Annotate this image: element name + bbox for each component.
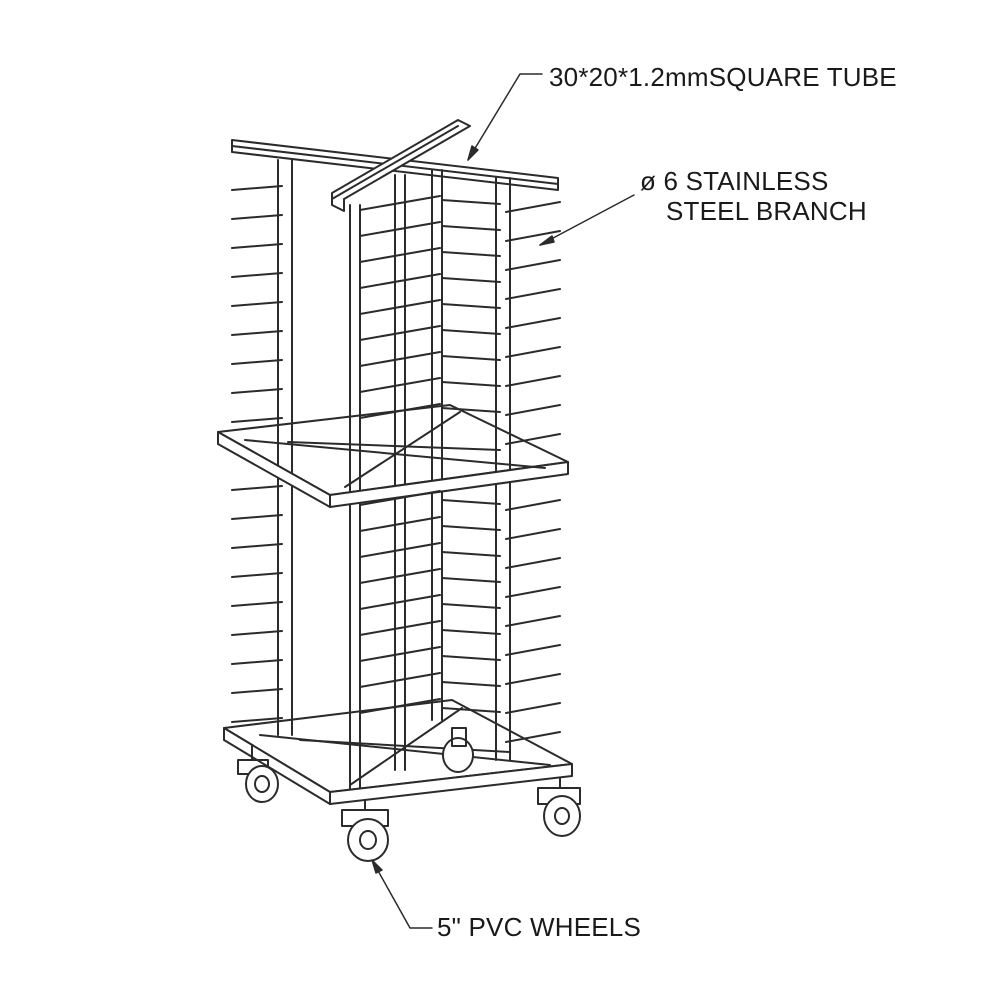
branch-left — [232, 689, 282, 693]
branch-right — [506, 260, 560, 270]
branch-right — [506, 405, 560, 415]
branch-right — [506, 732, 560, 742]
branch-inner — [360, 491, 440, 505]
base-frame — [224, 700, 572, 804]
branch-left — [232, 486, 282, 490]
branch-left — [232, 389, 282, 393]
top-crossbar-front-back — [332, 120, 470, 211]
branch-left — [232, 273, 282, 277]
branch-back — [442, 604, 500, 608]
branch-inner — [360, 621, 440, 635]
branch-left — [232, 602, 282, 606]
branch-right — [506, 434, 560, 444]
branch-left — [232, 515, 282, 519]
branch-inner — [360, 543, 440, 557]
wheel-back — [443, 728, 473, 772]
branch-inner — [360, 222, 440, 236]
branch-back — [442, 330, 500, 334]
branch-left — [232, 573, 282, 577]
branch-left — [232, 302, 282, 306]
branch-left — [232, 631, 282, 635]
branch-left — [232, 331, 282, 335]
branch-callout-line1: ø 6 STAINLESS — [640, 166, 829, 196]
branch-callout-line2: STEEL BRANCH — [666, 196, 867, 226]
branch-back — [442, 500, 500, 504]
branch-back — [442, 278, 500, 282]
branch-inner — [360, 300, 440, 314]
branch-right — [506, 318, 560, 328]
branch-left — [232, 660, 282, 664]
branch-left — [232, 544, 282, 548]
caster-wheels — [238, 728, 580, 861]
branch-back — [442, 630, 500, 634]
branch-inner — [360, 378, 440, 392]
branch-right — [506, 703, 560, 713]
branch-back — [442, 252, 500, 256]
square-tube-callout: 30*20*1.2mmSQUARE TUBE — [549, 62, 897, 92]
branch-right — [506, 500, 560, 510]
branch-inner — [360, 326, 440, 340]
branch-back — [442, 526, 500, 530]
branch-right — [506, 231, 560, 241]
branch-right — [506, 376, 560, 386]
branch-back — [442, 708, 500, 712]
branch-inner — [360, 248, 440, 262]
branch-right — [506, 529, 560, 539]
branch-right — [506, 558, 560, 568]
branch-left — [232, 360, 282, 364]
wheel-front — [342, 800, 388, 861]
branch-inner — [360, 595, 440, 609]
branch-inner — [360, 699, 440, 713]
branch-back — [442, 382, 500, 386]
branch-inner — [360, 404, 440, 418]
branch-back — [442, 226, 500, 230]
branch-inner — [360, 647, 440, 661]
wheel-left — [238, 745, 278, 802]
branch-back — [442, 578, 500, 582]
vertical-posts — [278, 160, 510, 790]
branch-left — [232, 718, 282, 722]
branch-left — [232, 244, 282, 248]
branch-inner — [360, 274, 440, 288]
stainless-branches — [232, 186, 560, 742]
rack-frame — [218, 74, 634, 928]
branch-inner — [360, 196, 440, 210]
branch-back — [442, 200, 500, 204]
middle-frame — [218, 405, 568, 507]
leader-lines — [372, 74, 634, 928]
branch-back — [442, 656, 500, 660]
branch-inner — [360, 673, 440, 687]
branch-left — [232, 186, 282, 190]
branch-inner — [360, 352, 440, 366]
branch-inner — [360, 569, 440, 583]
branch-back — [442, 356, 500, 360]
branch-right — [506, 347, 560, 357]
branch-inner — [360, 517, 440, 531]
branch-right — [506, 289, 560, 299]
branch-right — [506, 645, 560, 655]
branch-right — [506, 202, 560, 212]
wheels-callout: 5" PVC WHEELS — [437, 912, 641, 942]
branch-right — [506, 587, 560, 597]
branch-back — [442, 408, 500, 412]
branch-left — [232, 215, 282, 219]
branch-back — [442, 552, 500, 556]
branch-back — [442, 304, 500, 308]
branch-left — [232, 418, 282, 422]
wheel-right — [538, 778, 580, 836]
branch-right — [506, 674, 560, 684]
branch-right — [506, 616, 560, 626]
branch-back — [442, 682, 500, 686]
